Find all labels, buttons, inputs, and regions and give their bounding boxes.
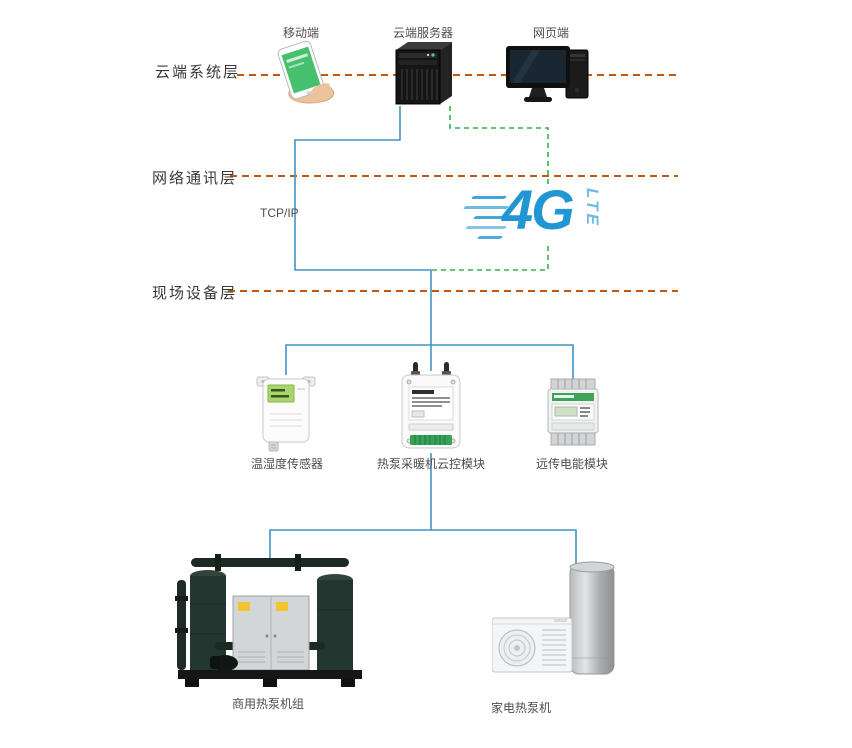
server-label: 云端服务器: [392, 26, 454, 40]
sensor-label: 温湿度传感器: [250, 457, 324, 471]
heatpump-cloud-module-illustration: [398, 362, 464, 454]
cloud-server-illustration: [388, 40, 458, 108]
lte-uplink-line: [449, 106, 549, 184]
commercial-heatpump-illustration: [175, 544, 365, 692]
tcpip-label: TCP/IP: [260, 206, 299, 220]
temp-humidity-sensor-illustration: [256, 374, 316, 452]
web-desktop-illustration: [506, 46, 594, 106]
commercial-heatpump-label: 商用热泵机组: [231, 697, 305, 711]
speed-lines-icon: [476, 236, 504, 239]
layer-label-network-comm: 网络通讯层: [152, 170, 238, 187]
layer-label-cloud-system: 云端系统层: [155, 64, 241, 81]
cloud-module-label: 热泵采暖机云控模块: [376, 457, 486, 471]
lte-4g-logo: 4G LTE: [462, 178, 610, 248]
lte-downlink-line: [431, 246, 549, 271]
home-heatpump-label: 家电热泵机: [490, 701, 552, 715]
layer-label-field-device: 现场设备层: [152, 285, 238, 302]
home-heatpump-illustration: [492, 558, 622, 680]
speed-lines-icon: [464, 226, 508, 229]
mobile-label: 移动端: [282, 26, 320, 40]
mobile-phone-illustration: [260, 38, 342, 104]
water-tank: [569, 561, 615, 675]
energy-module-label: 远传电能模块: [535, 457, 609, 471]
web-label: 网页端: [532, 26, 570, 40]
lte-4g-text: 4G: [502, 178, 575, 241]
speed-lines-icon: [472, 216, 506, 219]
remote-energy-module-illustration: [546, 378, 600, 446]
lte-sub-text: LTE: [583, 188, 602, 228]
tcpip-connection-line: [294, 106, 432, 371]
outdoor-unit: [492, 617, 573, 673]
